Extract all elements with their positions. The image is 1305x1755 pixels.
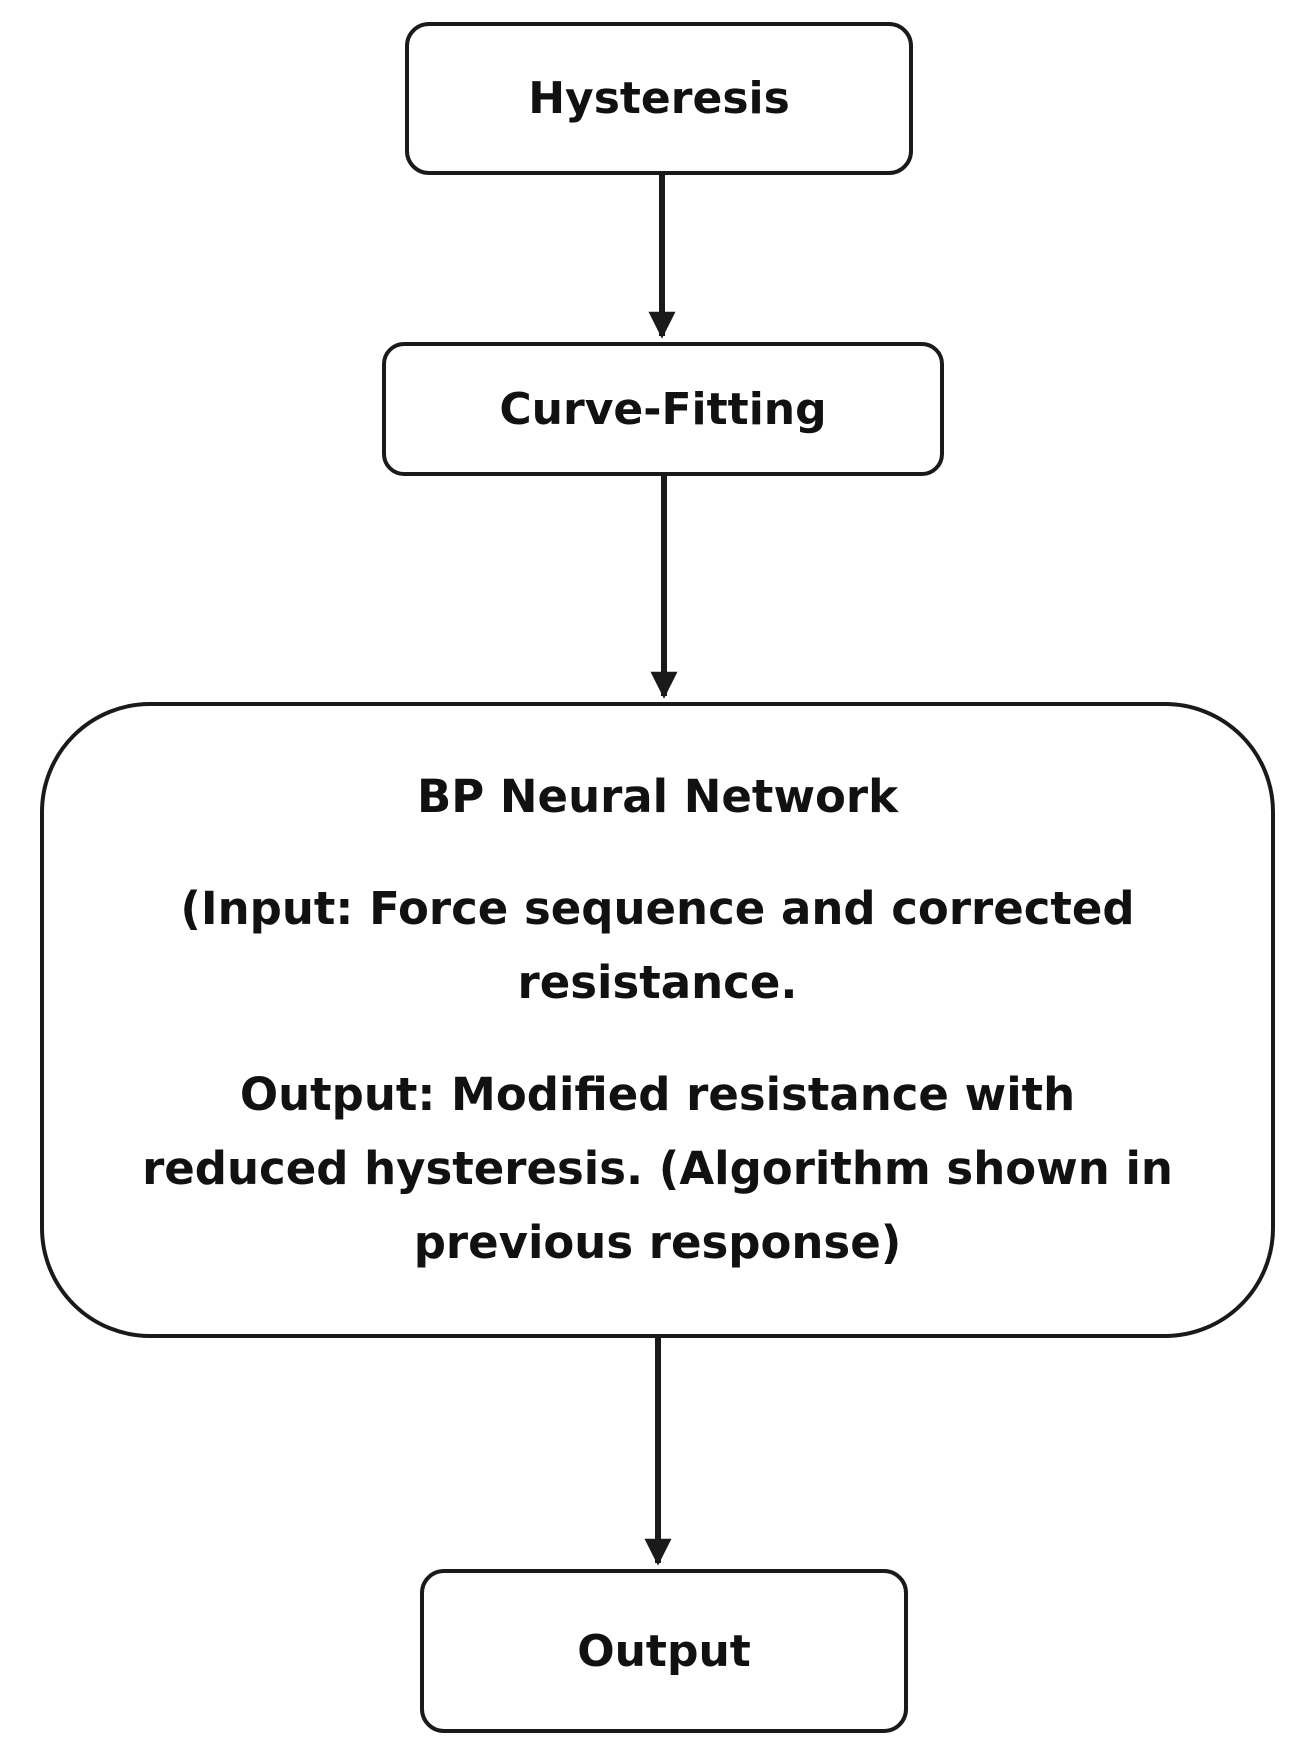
hysteresis-label: Hysteresis (528, 73, 790, 124)
output-node: Output (420, 1569, 908, 1733)
hysteresis-node: Hysteresis (405, 22, 913, 175)
bp-neural-network-node: BP Neural Network (Input: Force sequence… (40, 702, 1275, 1338)
curve-fitting-label: Curve-Fitting (499, 383, 827, 435)
bp-network-title: BP Neural Network (416, 770, 899, 823)
curve-fitting-node: Curve-Fitting (382, 342, 944, 476)
bp-network-input-text: (Input: Force sequence and corrected res… (180, 882, 1135, 1009)
bp-network-output-text: Output: Modified resistance with reduced… (142, 1068, 1173, 1269)
output-label: Output (577, 1625, 751, 1677)
